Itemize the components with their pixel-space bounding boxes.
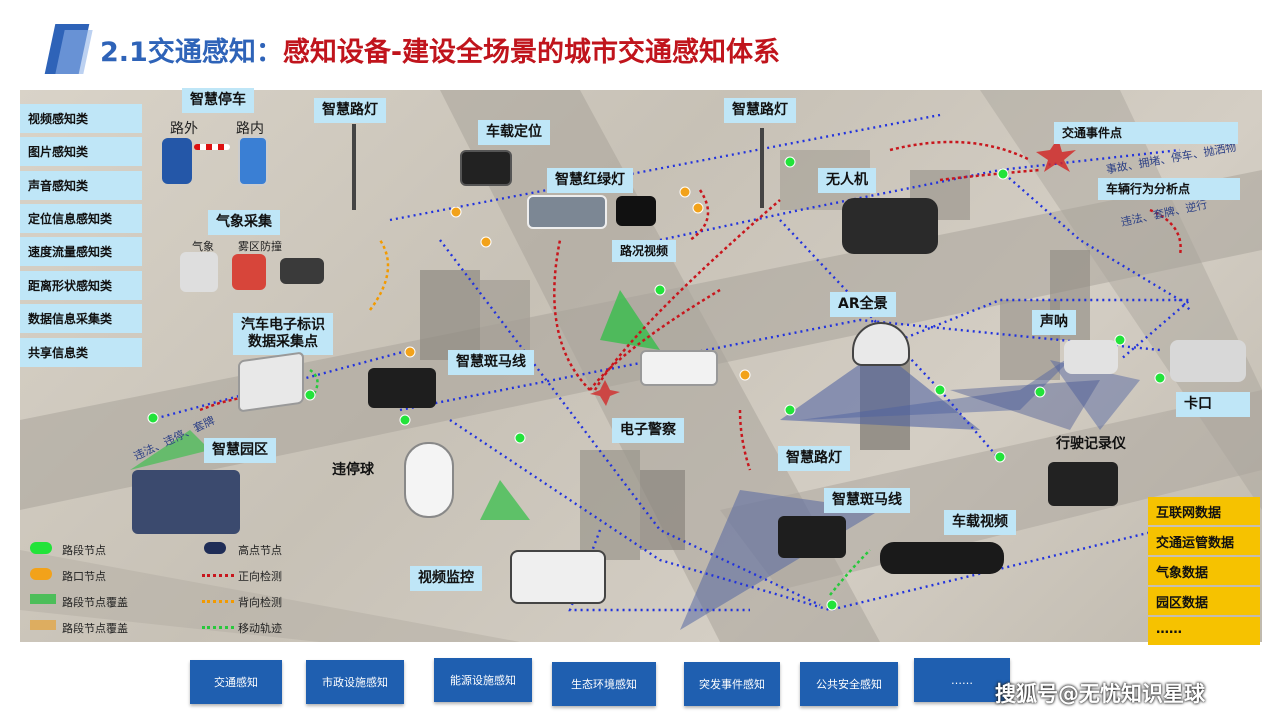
streetlight-pole-icon-2 — [760, 128, 764, 208]
label-smart-streetlight-3: 智慧路灯 — [778, 446, 850, 471]
label-car-video: 车载视频 — [944, 510, 1016, 535]
label-video-monitor: 视频监控 — [410, 566, 482, 591]
label-parking-ball: 违停球 — [332, 462, 374, 478]
panoramic-camera-icon — [852, 322, 910, 366]
label-smart-parking: 智慧停车 — [182, 88, 254, 113]
parking-meter-icon — [238, 136, 268, 186]
drone-icon — [842, 198, 938, 254]
label-smart-traffic-light: 智慧红绿灯 — [547, 168, 633, 193]
dashcam-icon — [1048, 462, 1118, 506]
legend-green-arrow-icon — [202, 626, 234, 629]
crosswalk-photo — [368, 368, 436, 408]
label-dashcam: 行驶记录仪 — [1056, 436, 1126, 452]
label-road-outside: 路外 — [170, 121, 198, 137]
intersection-photo — [527, 195, 607, 229]
legend-red-arrow-icon — [202, 574, 234, 577]
label-smart-crosswalk-1: 智慧斑马线 — [448, 350, 534, 375]
parking-kiosk-icon — [162, 138, 192, 184]
title-main: 感知设备-建设全场景的城市交通感知体系 — [282, 37, 781, 68]
label-fog-prevention: 雾区防撞 — [238, 240, 282, 253]
category-data-collection[interactable]: 数据信息采集类 — [20, 304, 142, 333]
checkpoint-camera-icon — [1170, 340, 1246, 382]
legend-label-backward: 背向检测 — [238, 596, 282, 609]
btn-ecology-sensing[interactable]: 生态环境感知 — [552, 662, 656, 706]
legend-orange-arrow-icon — [202, 600, 234, 603]
label-weather: 气象 — [192, 240, 214, 253]
label-smart-crosswalk-2: 智慧斑马线 — [824, 488, 910, 513]
traffic-light-icon — [616, 196, 656, 226]
label-car-positioning: 车载定位 — [478, 120, 550, 145]
btn-emergency-sensing[interactable]: 突发事件感知 — [684, 662, 780, 706]
parking-barrier-icon — [194, 144, 230, 150]
fog-warning-icon — [232, 254, 266, 290]
weather-drone-icon — [280, 258, 324, 284]
label-sonar: 声呐 — [1032, 310, 1076, 335]
category-shared-info[interactable]: 共享信息类 — [20, 338, 142, 367]
label-drone: 无人机 — [818, 168, 876, 193]
label-e-tag: 汽车电子标识 数据采集点 — [233, 313, 333, 355]
gps-navigator-icon — [460, 150, 512, 186]
page-title: 2.1交通感知：感知设备-建设全场景的城市交通感知体系 — [100, 30, 780, 69]
legend-label-high-node: 高点节点 — [238, 544, 282, 557]
btn-municipal-sensing[interactable]: 市政设施感知 — [306, 660, 404, 704]
watermark: 搜狐号@无忧知识星球 — [995, 682, 1205, 706]
label-e-police: 电子警察 — [612, 418, 684, 443]
rearview-camera-icon — [880, 542, 1004, 574]
title-prefix: 2.1交通感知： — [100, 37, 283, 68]
label-vehicle-behavior: 车辆行为分析点 — [1098, 178, 1240, 201]
category-sound[interactable]: 声音感知类 — [20, 171, 142, 200]
legend-label-forward: 正向检测 — [238, 570, 282, 583]
label-traffic-event: 交通事件点 — [1054, 122, 1238, 145]
legend-label-trajectory: 移动轨迹 — [238, 622, 282, 635]
weather-station-icon — [180, 252, 218, 292]
label-weather-collection: 气象采集 — [208, 210, 280, 235]
btn-more[interactable]: …… — [914, 658, 1010, 702]
label-road-inside: 路内 — [236, 121, 264, 137]
category-distance[interactable]: 距离形状感知类 — [20, 271, 142, 300]
legend-navy-dot-icon — [204, 542, 226, 554]
category-video[interactable]: 视频感知类 — [20, 104, 142, 133]
sonar-device-icon — [1064, 340, 1118, 374]
label-road-video: 路况视频 — [612, 240, 677, 263]
label-smart-park: 智慧园区 — [204, 438, 276, 463]
data-transport-ops: 交通运管数据 — [1148, 527, 1260, 555]
legend-label-orange-coverage: 路段节点覆盖 — [62, 622, 128, 635]
crosswalk-photo-2 — [778, 516, 846, 558]
legend-orange-dot-icon — [30, 568, 52, 580]
data-more: …… — [1148, 617, 1260, 645]
ptz-camera-icon — [404, 442, 454, 518]
btn-traffic-sensing[interactable]: 交通感知 — [190, 660, 282, 704]
streetlight-pole-icon — [352, 124, 356, 210]
legend-green-dot-icon — [30, 542, 52, 554]
legend-label-green-coverage: 路段节点覆盖 — [62, 596, 128, 609]
data-internet: 互联网数据 — [1148, 497, 1260, 525]
category-location[interactable]: 定位信息感知类 — [20, 204, 142, 233]
data-weather: 气象数据 — [1148, 557, 1260, 585]
category-speed[interactable]: 速度流量感知类 — [20, 237, 142, 266]
bullet-camera-icon — [510, 550, 606, 604]
park-map-image — [132, 470, 240, 534]
legend-label-road-node: 路段节点 — [62, 544, 106, 557]
legend-label-intersection-node: 路口节点 — [62, 570, 106, 583]
label-smart-streetlight-2: 智慧路灯 — [724, 98, 796, 123]
rfid-reader-icon — [238, 351, 304, 413]
label-smart-streetlight-1: 智慧路灯 — [314, 98, 386, 123]
category-image[interactable]: 图片感知类 — [20, 137, 142, 166]
btn-energy-sensing[interactable]: 能源设施感知 — [434, 658, 532, 702]
label-ar-panorama: AR全景 — [830, 292, 896, 317]
label-checkpoint: 卡口 — [1176, 392, 1250, 417]
legend-green-band-icon — [30, 594, 56, 604]
data-park: 园区数据 — [1148, 587, 1260, 615]
police-camera-icon — [640, 350, 718, 386]
legend-orange-band-icon — [30, 620, 56, 630]
btn-public-safety-sensing[interactable]: 公共安全感知 — [800, 662, 898, 706]
